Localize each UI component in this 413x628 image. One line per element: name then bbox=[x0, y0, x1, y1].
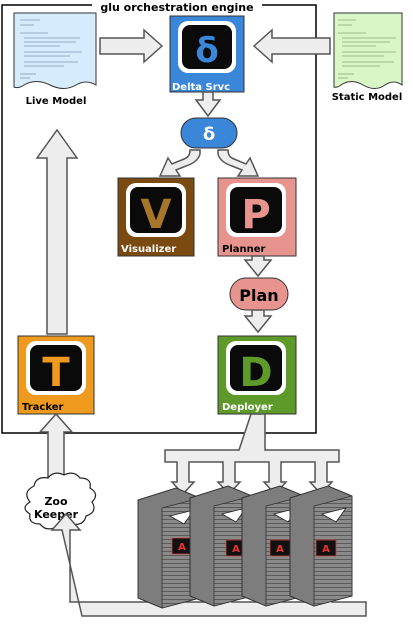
server-4-glyph: A bbox=[322, 544, 330, 555]
arrow-tracker-to-live-model bbox=[35, 128, 79, 335]
arrow-plan-to-deployer bbox=[243, 309, 273, 334]
delta-capsule-symbol: δ bbox=[203, 124, 215, 145]
arrow-deployer-to-servers bbox=[164, 413, 340, 496]
deployer-label: Deployer bbox=[222, 402, 273, 413]
delta-service-label: Delta Srvc bbox=[172, 82, 230, 93]
arrow-delta-to-capsule bbox=[194, 91, 222, 118]
deployer-symbol: D bbox=[239, 350, 272, 396]
plan-pill: Plan bbox=[229, 277, 289, 311]
server-1-glyph: A bbox=[178, 542, 186, 553]
live-model-document bbox=[13, 12, 97, 89]
live-model-label: Live Model bbox=[26, 96, 87, 107]
visualizer-label: Visualizer bbox=[121, 244, 176, 255]
zookeeper-label-line1: Zoo bbox=[44, 495, 68, 508]
arrow-live-to-delta bbox=[99, 28, 164, 64]
server-4-badge bbox=[315, 539, 337, 557]
delta-capsule: δ bbox=[180, 117, 238, 149]
deployer-block: D Deployer bbox=[217, 335, 297, 415]
zookeeper-label-line2: Keeper bbox=[34, 508, 79, 521]
server-3-glyph: A bbox=[276, 544, 284, 555]
server-rack-group: A A A A bbox=[137, 485, 353, 609]
tracker-label: Tracker bbox=[22, 402, 63, 413]
server-2-glyph: A bbox=[232, 544, 240, 555]
server-4: A bbox=[289, 485, 353, 607]
planner-label: Planner bbox=[222, 244, 266, 255]
visualizer-block: V Visualizer bbox=[117, 177, 195, 257]
static-model-label: Static Model bbox=[332, 92, 403, 103]
arrow-zookeeper-to-tracker bbox=[38, 412, 74, 483]
arrow-planner-to-plan bbox=[243, 255, 273, 278]
planner-symbol: P bbox=[241, 192, 270, 238]
plan-label: Plan bbox=[239, 286, 278, 305]
arrow-capsule-to-visualizer bbox=[158, 149, 201, 177]
visualizer-symbol: V bbox=[141, 192, 172, 238]
arrow-capsule-to-planner bbox=[217, 149, 260, 177]
arrow-static-to-delta bbox=[252, 28, 331, 64]
engine-title: glu orchestration engine bbox=[100, 1, 253, 14]
static-model-document bbox=[333, 12, 403, 89]
tracker-symbol: T bbox=[42, 350, 70, 396]
tracker-block: T Tracker bbox=[17, 335, 95, 415]
planner-block: P Planner bbox=[217, 177, 297, 257]
delta-service-symbol: δ bbox=[195, 31, 218, 71]
delta-service-block: δ Delta Srvc bbox=[169, 15, 245, 93]
